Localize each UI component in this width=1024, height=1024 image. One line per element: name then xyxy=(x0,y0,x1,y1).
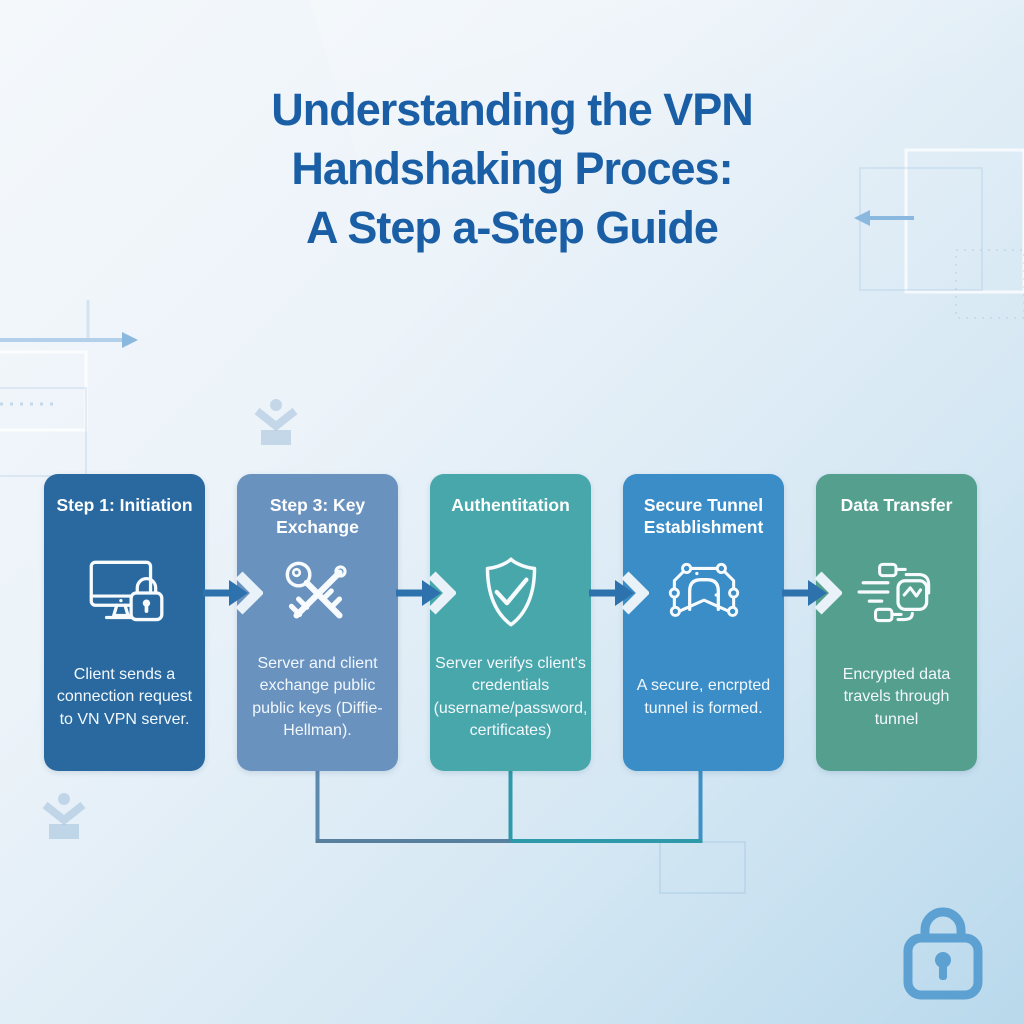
step-card-data-transfer: Data Transfer Encrypted data travels thr… xyxy=(816,474,977,771)
step-card-description: A secure, encrpted tunnel is formed. xyxy=(636,677,771,717)
step-card-initiation: Step 1: Initiation Client sends a connec… xyxy=(44,474,205,771)
padlock-icon xyxy=(903,907,983,1000)
ghost-chevron-icon xyxy=(42,793,86,839)
step-card-authentication: Authentitation Server verifys client's c… xyxy=(430,474,591,771)
shield-check-icon xyxy=(485,557,536,627)
title-line-3: A Step a-Step Guide xyxy=(306,202,719,253)
step-card-title: Step 3: Key Exchange xyxy=(269,495,366,538)
step-card-description: Client sends a connection request to VN … xyxy=(56,666,193,728)
crossed-keys-icon xyxy=(285,561,347,619)
title-line-2: Handshaking Proces: xyxy=(291,143,733,194)
ghost-square xyxy=(659,841,746,894)
step-card-title: Step 1: Initiation xyxy=(56,495,193,515)
title-line-1: Understanding the VPN xyxy=(271,84,754,135)
step-card-title: Data Transfer xyxy=(840,495,953,515)
tunnel-nodes-icon xyxy=(668,562,739,617)
step-card-title: Authentitation xyxy=(451,495,570,515)
step-card-secure-tunnel: Secure Tunnel Establishment A secure, en… xyxy=(623,474,784,771)
step-card-description: Server and client exchange public public… xyxy=(252,655,383,739)
data-transfer-icon xyxy=(857,562,930,623)
circuit-decor-left xyxy=(0,300,138,477)
page-title: Understanding the VPN Handshaking Proces… xyxy=(0,80,1024,257)
step-card-description: Encrypted data travels through tunnel xyxy=(842,666,951,728)
computer-lock-icon xyxy=(89,560,163,622)
right-arrow-icon xyxy=(0,332,138,348)
step-card-key-exchange: Step 3: Key Exchange Server and client e… xyxy=(237,474,398,771)
step-card-description: Server verifys client's credentials (use… xyxy=(433,655,588,739)
step-card-title: Secure Tunnel Establishment xyxy=(643,495,764,538)
ghost-chevron-icon xyxy=(254,399,298,445)
